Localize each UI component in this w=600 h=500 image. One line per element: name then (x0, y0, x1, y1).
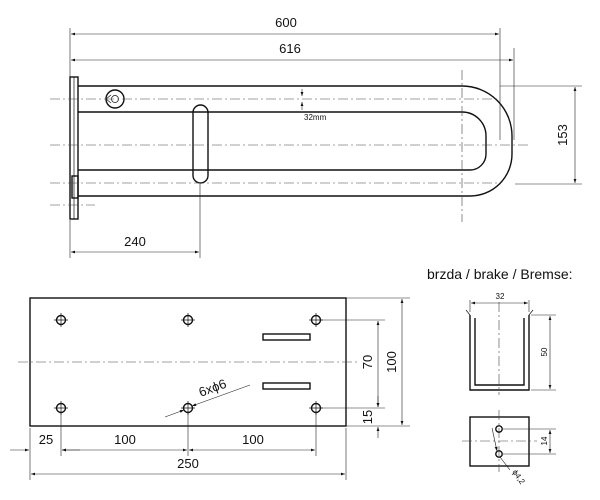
dim-offset-15: 15 (360, 410, 375, 424)
slot-upper (262, 333, 311, 341)
dim-grip-240: 240 (124, 234, 146, 249)
lower-tube (78, 145, 513, 197)
upper-tube (78, 85, 513, 145)
dim-spacing-100-right: 100 (242, 432, 264, 447)
dim-height-70: 70 (360, 355, 375, 369)
grab-bar-view: 600 616 153 32mm 240 (50, 15, 582, 258)
dim-brake-hole: ϕ4,2 (510, 468, 527, 486)
mounting-plate-view: 6xϕ6 25 100 100 250 100 70 1 (10, 297, 410, 480)
dim-brake-14: 14 (540, 436, 549, 445)
mounting-holes (54, 313, 323, 415)
brake-caption: brzda / brake / Bremse: (427, 266, 573, 282)
dim-height-100: 100 (384, 351, 399, 373)
brake-hole-icon (495, 425, 503, 433)
dim-brake-32: 32 (496, 292, 505, 301)
brake-detail: brzda / brake / Bremse: 32 50 14 ϕ4,2 (427, 266, 573, 486)
dim-tube-32mm: 32mm (304, 113, 327, 122)
dim-width-153: 153 (555, 124, 570, 146)
dim-holes-6x6: 6xϕ6 (197, 376, 229, 400)
brake-front (469, 416, 530, 467)
slot-lower (262, 382, 311, 390)
brake-hole-icon (495, 450, 503, 458)
dim-length-616: 616 (279, 41, 301, 56)
dim-length-600: 600 (275, 15, 297, 30)
dim-width-250: 250 (177, 456, 199, 471)
grip-ring (192, 104, 209, 184)
brake-bracket (469, 315, 530, 391)
dim-spacing-25: 25 (39, 432, 53, 447)
dim-brake-50: 50 (540, 347, 549, 356)
dim-spacing-100-left: 100 (114, 432, 136, 447)
